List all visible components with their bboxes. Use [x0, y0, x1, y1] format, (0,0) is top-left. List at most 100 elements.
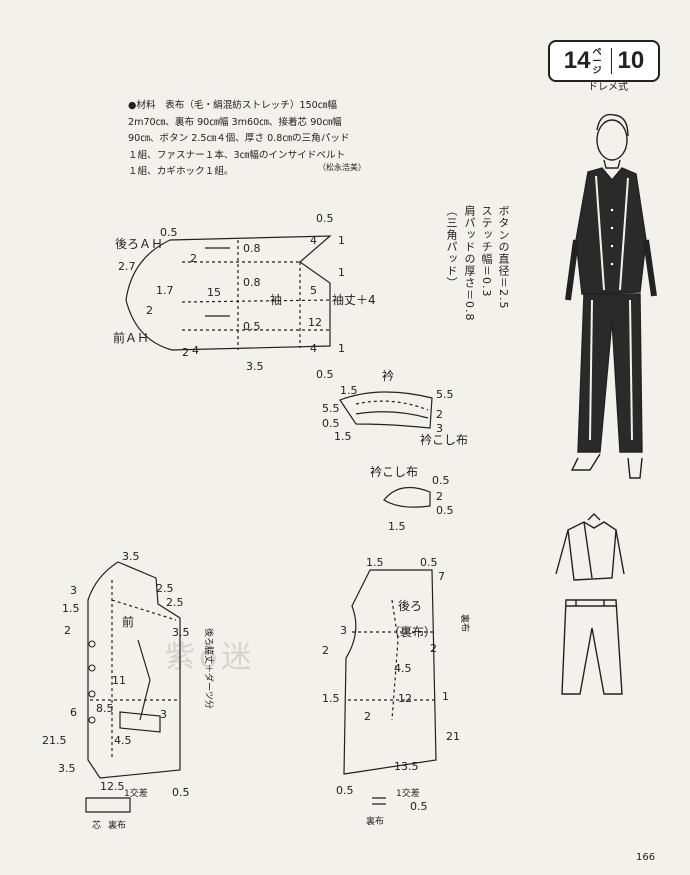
front-measure: 3 — [70, 584, 77, 597]
collar-measure: 1.5 — [334, 430, 352, 443]
pattern-method: ドレメ式 — [588, 82, 628, 93]
stand-labels: 衿こし布 2 0.5 1.5 0.5 — [370, 464, 454, 533]
note-button-diameter: ボタンの直径＝2.5 — [497, 205, 510, 310]
back-measure: 12 — [398, 692, 412, 705]
front-measure: 2.5 — [156, 582, 174, 595]
back-measure: 13.5 — [394, 760, 419, 773]
pattern-number-badge: 14 ページ 10 — [548, 40, 660, 82]
sleeve-measure: 2 — [190, 252, 197, 265]
sleeve-measure: 15 — [207, 286, 221, 299]
front-measure: 11 — [112, 674, 126, 687]
page-ref-kana: ページ — [592, 46, 602, 75]
front-dart-note: 後ろ脇丈＋ダーツ分 — [203, 628, 215, 709]
stand-measure: 0.5 — [436, 504, 454, 517]
back-bodice-pattern — [343, 569, 437, 805]
stand-measure: 0.5 — [432, 474, 450, 487]
page-number: 166 — [636, 852, 656, 863]
sleeve-measure: 1 — [338, 342, 345, 355]
sleeve-measure: 12 — [308, 316, 322, 329]
front-measure: 6 — [70, 706, 77, 719]
sleeve-measure: 1.7 — [156, 284, 174, 297]
front-measure: 2.5 — [166, 596, 184, 609]
front-bodice-buttons — [88, 640, 96, 724]
collar-measure: 5.5 — [436, 388, 454, 401]
sleeve-measure: 0.8 — [243, 276, 261, 289]
sleeve-measure: 4 — [310, 342, 317, 355]
sleeve-front-armhole: 前ＡＨ — [113, 330, 149, 345]
sleeve-measure: 0.8 — [243, 242, 261, 255]
sleeve-measure: 1 — [338, 234, 345, 247]
sleeve-measure: 2.7 — [118, 260, 136, 273]
collar-labels: 衿 衿こし布 1.5 5.5 5.5 0.5 2 3 1.5 — [322, 368, 468, 447]
collar-measure: 2 — [436, 408, 443, 421]
back-measure: 2 — [430, 642, 437, 655]
collar-stand-title: 衿こし布 — [370, 464, 418, 479]
front-measure: 4.5 — [114, 734, 132, 747]
page-ref-number: 14 — [563, 47, 591, 74]
note-pad-type: （三角パッド） — [445, 205, 458, 289]
front-measure: 3.5 — [58, 762, 76, 775]
sleeve-measure: 0.5 — [160, 226, 178, 239]
sleeve-labels: 後ろＡＨ 前ＡＨ 袖 袖丈＋4 0.5 0.5 0.8 0.8 2.7 2 2 … — [113, 212, 376, 381]
front-measure: 3.5 — [122, 550, 140, 563]
sleeve-measure: 4 — [310, 234, 317, 247]
pattern-lines — [85, 235, 437, 813]
jacket-flat-sketch — [555, 513, 625, 581]
back-measure: 21 — [446, 730, 460, 743]
sleeve-measure: 2 — [182, 346, 189, 359]
back-measure: 1.5 — [322, 692, 340, 705]
sleeve-name: 袖 — [270, 292, 282, 307]
front-measure: 8.5 — [96, 702, 114, 715]
model-figure-illustration — [565, 113, 657, 479]
back-measure: 0.5 — [410, 800, 428, 813]
sleeve-measure: 0.5 — [316, 212, 334, 225]
front-labels: 前 芯 裏布 1交差 3.5 3 1.5 2 2.5 2.5 3.5 11 8.… — [42, 550, 190, 831]
back-measure: 2 — [322, 644, 329, 657]
front-interfacing: 芯 — [92, 819, 101, 831]
front-lining: 裏布 — [108, 819, 126, 831]
back-measure: 7 — [438, 570, 445, 583]
front-measure: 2 — [64, 624, 71, 637]
badge-divider — [610, 48, 612, 74]
note-stitch-width: ステッチ幅＝0.3 — [480, 205, 493, 298]
back-lining: 裏布 — [366, 815, 384, 827]
front-overlap: 1交差 — [124, 787, 148, 799]
back-measure: 0.5 — [420, 556, 438, 569]
front-measure: 0.5 — [172, 786, 190, 799]
sleeve-length: 袖丈＋4 — [332, 292, 376, 307]
collar-pattern — [339, 391, 433, 429]
back-measure: 0.5 — [336, 784, 354, 797]
collar-stand-note: 衿こし布 — [420, 432, 468, 447]
front-measure: 3 — [160, 708, 167, 721]
sleeve-measure: 3.5 — [246, 360, 264, 373]
stand-measure: 2 — [436, 490, 443, 503]
illustrations — [555, 113, 657, 695]
collar-stand-pattern — [383, 486, 431, 508]
front-measure: 21.5 — [42, 734, 67, 747]
back-labels: 後ろ （裏布） 裏布 1交差 1.5 0.5 7 3 2 4.5 1.5 12 … — [322, 556, 460, 827]
sleeve-measure: 2 — [146, 304, 153, 317]
sleeve-measure: 0.5 — [243, 320, 261, 333]
front-measure: 3.5 — [172, 626, 190, 639]
sleeve-measure: 0.5 — [316, 368, 334, 381]
back-measure: 3 — [340, 624, 347, 637]
back-measure: 1 — [442, 690, 449, 703]
back-lining-label: （裏布） — [388, 624, 436, 639]
collar-measure: 3 — [436, 422, 443, 435]
sleeve-measure: 1 — [338, 266, 345, 279]
sleeve-measure: 4 — [192, 344, 199, 357]
back-overlap: 1交差 — [396, 787, 420, 799]
pants-flat-sketch — [561, 599, 623, 695]
stand-measure: 1.5 — [388, 520, 406, 533]
designer-credit: （松永浩美） — [318, 163, 366, 172]
sleeve-measure: 5 — [310, 284, 317, 297]
back-measure: 2 — [364, 710, 371, 723]
collar-measure: 5.5 — [322, 402, 340, 415]
front-measure: 1.5 — [62, 602, 80, 615]
back-measure: 4.5 — [394, 662, 412, 675]
sleeve-pattern — [125, 235, 332, 351]
materials-text: ●材料 表布（毛・絹混紡ストレッチ）150㎝幅 2m70㎝、裏布 90㎝幅 3m… — [128, 100, 350, 177]
collar-title: 衿 — [382, 368, 394, 383]
